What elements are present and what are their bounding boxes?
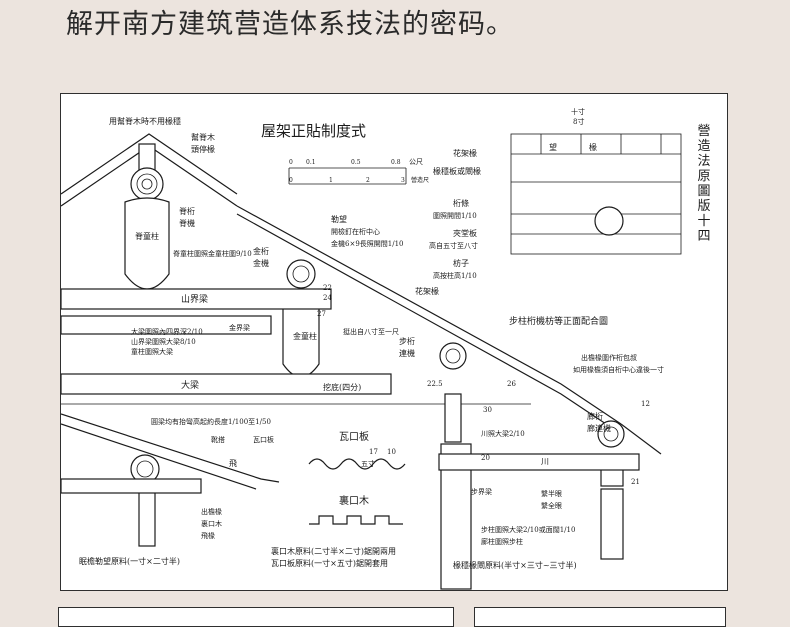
plate-labels: 用幫脊木時不用椽穩 幫脊木 頭停椽 脊桁 脊機 脊童柱 脊童柱圍照金童柱圍9/1… (79, 107, 664, 570)
plate-title: 屋架正貼制度式 (261, 122, 366, 140)
dim-22: 22 (323, 284, 332, 292)
label-wa-kou-yan: 瓦口板 (253, 435, 274, 444)
label-wang: 望 (549, 142, 557, 152)
scale-tick-m-0: 0 (289, 159, 293, 166)
label-liao-heng: 廊桁 (587, 411, 603, 421)
bottom-card-right (474, 607, 726, 627)
label-shanjie-liang: 山界梁 (181, 293, 208, 305)
label-wa-kou-ban-title: 瓦口板 (339, 430, 369, 443)
label-bu-heng: 步桁 (399, 336, 415, 346)
label-golden-post: 金童柱 (293, 331, 317, 341)
label-jin-jie-liang: 金界梁 (229, 323, 250, 332)
dim-ten: 十寸 (571, 107, 585, 116)
label-fang-zi: 枋子 (453, 258, 469, 268)
label-wang-2: 椽 (589, 142, 597, 152)
dim-27: 27 (317, 310, 326, 318)
dim-21: 21 (631, 478, 640, 486)
dim-five: 五寸 (361, 459, 375, 468)
label-hua-jia-chuan: 花架椽 (453, 148, 477, 158)
label-bu-jie-liang: 步界梁 (471, 487, 492, 496)
label-ridge-ji: 脊機 (179, 218, 195, 228)
label-da-liang: 大梁 (181, 379, 199, 391)
label-curve-note: 圓梁均有抬彎高起約長度1/100至1/50 (151, 417, 271, 426)
label-li-kou-mu-title: 裏口木 (339, 494, 369, 507)
label-heng-tiao-note: 圍照開間1/10 (433, 212, 477, 220)
dim-26: 26 (507, 380, 516, 388)
label-zhu-note-1: 步柱圍照大梁2/10或面闊1/10 (481, 525, 575, 534)
label-fei-chuan: 飛椽 (201, 531, 215, 540)
label-shi-quan-ya: 繫全眼 (541, 501, 562, 510)
scale-tick-m-2: 0.5 (351, 159, 361, 166)
dim-10: 10 (387, 448, 396, 456)
label-liang-note-2: 山界梁圍照大梁8/10 (131, 337, 196, 346)
bottom-card-left (58, 607, 454, 627)
dim-17: 17 (369, 448, 378, 456)
label-fang-zi-note: 高按柱高1/10 (433, 271, 477, 280)
label-ting-di: 挖底(四分) (323, 382, 361, 392)
dim-22-5: 22.5 (427, 380, 443, 388)
side-note: 營造法原圖版十四 (697, 124, 711, 244)
dim-12: 12 (641, 400, 650, 408)
label-jin-ji-note: 金機6×9長照開間1/10 (331, 239, 404, 248)
dim-20: 20 (481, 454, 490, 462)
scale-tick-m-3: 0.8 (391, 159, 401, 166)
label-zhu-note-2: 廊柱圍照步柱 (481, 537, 523, 546)
dim-24: 24 (323, 294, 332, 302)
label-top-note: 用幫脊木時不用椽穩 (109, 116, 181, 126)
label-shi-ban-ya: 繫半眼 (541, 489, 562, 498)
label-bottom-left: 眠檐勒望原料(一寸×二寸半) (79, 556, 180, 566)
dim-30: 30 (483, 406, 492, 414)
beams (61, 288, 531, 405)
scale-unit-chi: 營造尺 (411, 176, 429, 184)
label-lian-ji: 連機 (399, 348, 415, 358)
label-ridge-post-note: 脊童柱圍照金童柱圍9/10 (173, 249, 252, 258)
label-jin-heng: 金桁 (253, 246, 269, 256)
eave-detail (61, 413, 280, 547)
label-chuan-you-ban: 椽穩板或閘椽 (433, 166, 481, 176)
label-ridge-post: 脊童柱 (135, 231, 159, 241)
label-chuan-yan-ji: 出檐椽圍作桁包叔 (581, 353, 637, 362)
plate-drawing: 屋架正貼制度式 0 0.1 0.5 0.8 公尺 0 1 2 3 營造尺 (61, 107, 682, 590)
label-ridge-beam: 脊桁 (179, 206, 195, 216)
label-heng-tiao: 桁條 (453, 198, 469, 208)
label-jin-ji: 金機 (253, 258, 269, 268)
label-bottom-mid-1: 裏口木原料(二寸半×二寸)鋸開兩用 (271, 546, 396, 556)
architectural-plate: 屋架正貼制度式 0 0.1 0.5 0.8 公尺 0 1 2 3 營造尺 (60, 93, 728, 591)
scale-tick-m-1: 0.1 (306, 159, 316, 166)
label-lewang-note: 開檢釘在桁中心 (331, 227, 380, 236)
golden-post (282, 259, 320, 378)
label-ting-chu: 挺出自八寸至一尺 (343, 327, 399, 336)
label-lewang: 勒望 (331, 214, 347, 224)
label-dian-ta: 靴搭 (211, 435, 225, 444)
label-bu-zhu-caption: 步柱桁機枋等正面配合圖 (509, 315, 608, 327)
label-li-kou-mu: 裏口木 (201, 519, 222, 528)
ridge-post (124, 143, 170, 290)
label-chuan-short: 川 (541, 457, 549, 466)
label-wa-die: 飛 (229, 459, 237, 468)
dim-8: 8寸 (573, 117, 584, 126)
label-ridge-rafter: 頭停椽 (191, 144, 215, 154)
label-chu-yan-chuan: 出檐椽 (201, 507, 222, 516)
label-liao-ji: 廊連機 (587, 423, 611, 433)
label-chuan: 花架椽 (415, 286, 439, 296)
headline: 解开南方建筑营造体系技法的密码。 (66, 9, 514, 40)
board-profiles (308, 458, 406, 525)
corridor-pillar (438, 420, 640, 560)
label-chuan-ban-liang: 川照大梁2/10 (481, 429, 525, 438)
scale-tick-chi-2: 2 (366, 177, 370, 184)
scale-tick-chi-3: 3 (401, 177, 405, 184)
label-jia-tang-ban: 夾堂板 (453, 228, 477, 238)
label-chuan-yan-note: 如用椽檐須自桁中心違後一寸 (573, 365, 664, 374)
scale-unit-m: 公尺 (409, 158, 423, 166)
label-jia-tang-note: 高自五寸至八寸 (429, 241, 478, 250)
scale-tick-chi-0: 0 (289, 177, 293, 184)
label-bottom-right: 椽穩椽閘原料(半寸×三寸~三寸半) (453, 560, 577, 570)
label-bottom-mid-2: 瓦口板原料(一寸×五寸)鋸開套用 (271, 558, 388, 568)
label-liang-note-3: 童柱圍照大梁 (131, 347, 173, 356)
scale-tick-chi-1: 1 (329, 177, 333, 184)
front-elevation (510, 133, 682, 255)
label-liang-note-1: 大梁圍照內四界深2/10 (131, 327, 203, 336)
label-ridge-wood: 幫脊木 (191, 132, 215, 142)
scale-bar: 0 0.1 0.5 0.8 公尺 0 1 2 3 營造尺 (288, 158, 429, 185)
